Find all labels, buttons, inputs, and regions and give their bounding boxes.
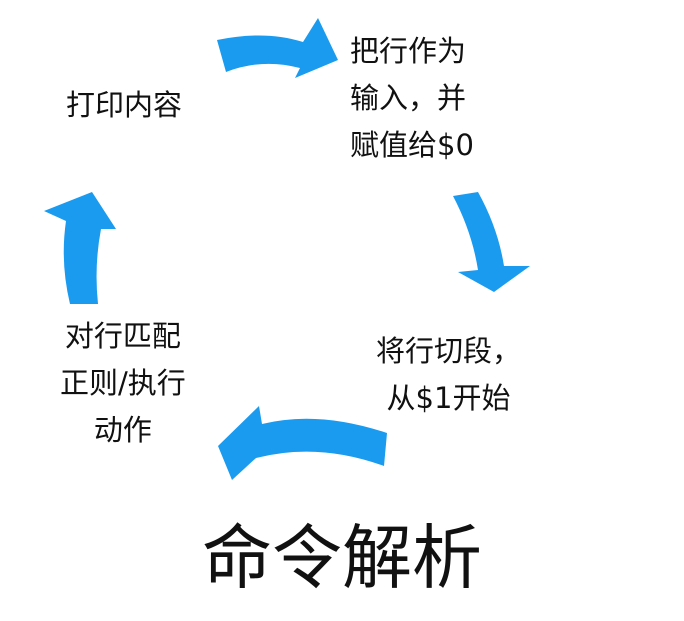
- step-split-line-1: 将行切段，: [376, 334, 522, 368]
- step-print-content: 打印内容: [66, 82, 182, 129]
- step-assign-input: 把行作为 输入，并 赋值给$0: [350, 28, 474, 169]
- step-match-line-1: 对行匹配: [64, 319, 181, 353]
- arrow-print-to-assign-icon: [217, 18, 338, 78]
- step-assign-line-1: 把行作为: [350, 34, 467, 68]
- step-print-line-1: 打印内容: [66, 88, 183, 122]
- arrow-split-to-match-icon: [218, 406, 387, 480]
- step-match-pattern: 对行匹配 正则/执行 动作: [60, 313, 186, 454]
- arrow-match-to-print-icon: [44, 192, 116, 304]
- arrow-assign-to-split-icon: [453, 192, 530, 292]
- step-split-line-2: 从$1开始: [386, 381, 511, 415]
- step-assign-line-2: 输入，并: [350, 81, 467, 115]
- step-assign-line-3: 赋值给$0: [350, 128, 474, 162]
- step-split-fields: 将行切段， 从$1开始: [376, 328, 521, 422]
- step-match-line-2: 正则/执行: [60, 366, 186, 400]
- step-match-line-3: 动作: [93, 413, 152, 447]
- diagram-title: 命令解析: [202, 517, 482, 599]
